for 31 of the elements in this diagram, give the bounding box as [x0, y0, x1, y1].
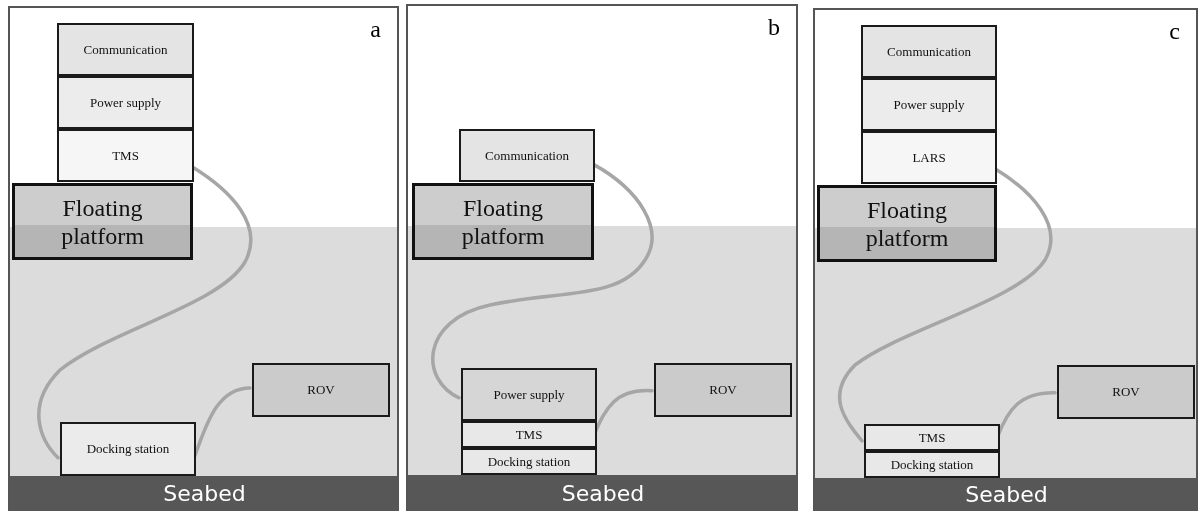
- module-box: Communication: [459, 129, 595, 182]
- rov-box: ROV: [1057, 365, 1195, 419]
- module-box: TMS: [57, 129, 194, 182]
- seabed-band: Seabed: [815, 478, 1198, 511]
- rov-box: ROV: [252, 363, 390, 417]
- seabed-band: Seabed: [10, 476, 399, 511]
- panel-letter: b: [768, 14, 780, 40]
- module-box: Communication: [861, 25, 997, 78]
- module-box: Power supply: [461, 368, 597, 421]
- module-box: LARS: [861, 131, 997, 184]
- rov-box: ROV: [654, 363, 792, 417]
- module-box: Communication: [57, 23, 194, 76]
- platform-box: Floating platform: [817, 185, 997, 262]
- module-box: TMS: [864, 424, 1000, 451]
- docking-station-box: Docking station: [60, 422, 196, 476]
- platform-box: Floating platform: [12, 183, 193, 260]
- cable: [837, 167, 1053, 443]
- cable: [431, 162, 654, 400]
- module-box: Power supply: [57, 76, 194, 129]
- cable: [37, 165, 253, 460]
- platform-box: Floating platform: [412, 183, 594, 260]
- panel-letter: c: [1169, 18, 1180, 44]
- module-box: TMS: [461, 421, 597, 448]
- panel-frame: [406, 4, 798, 511]
- seabed-band: Seabed: [408, 475, 798, 511]
- module-box: Power supply: [861, 78, 997, 131]
- module-box: Docking station: [461, 448, 597, 475]
- module-box: Docking station: [864, 451, 1000, 478]
- panel-frame: [813, 8, 1198, 511]
- panel-letter: a: [370, 16, 381, 42]
- panel-frame: [8, 6, 399, 511]
